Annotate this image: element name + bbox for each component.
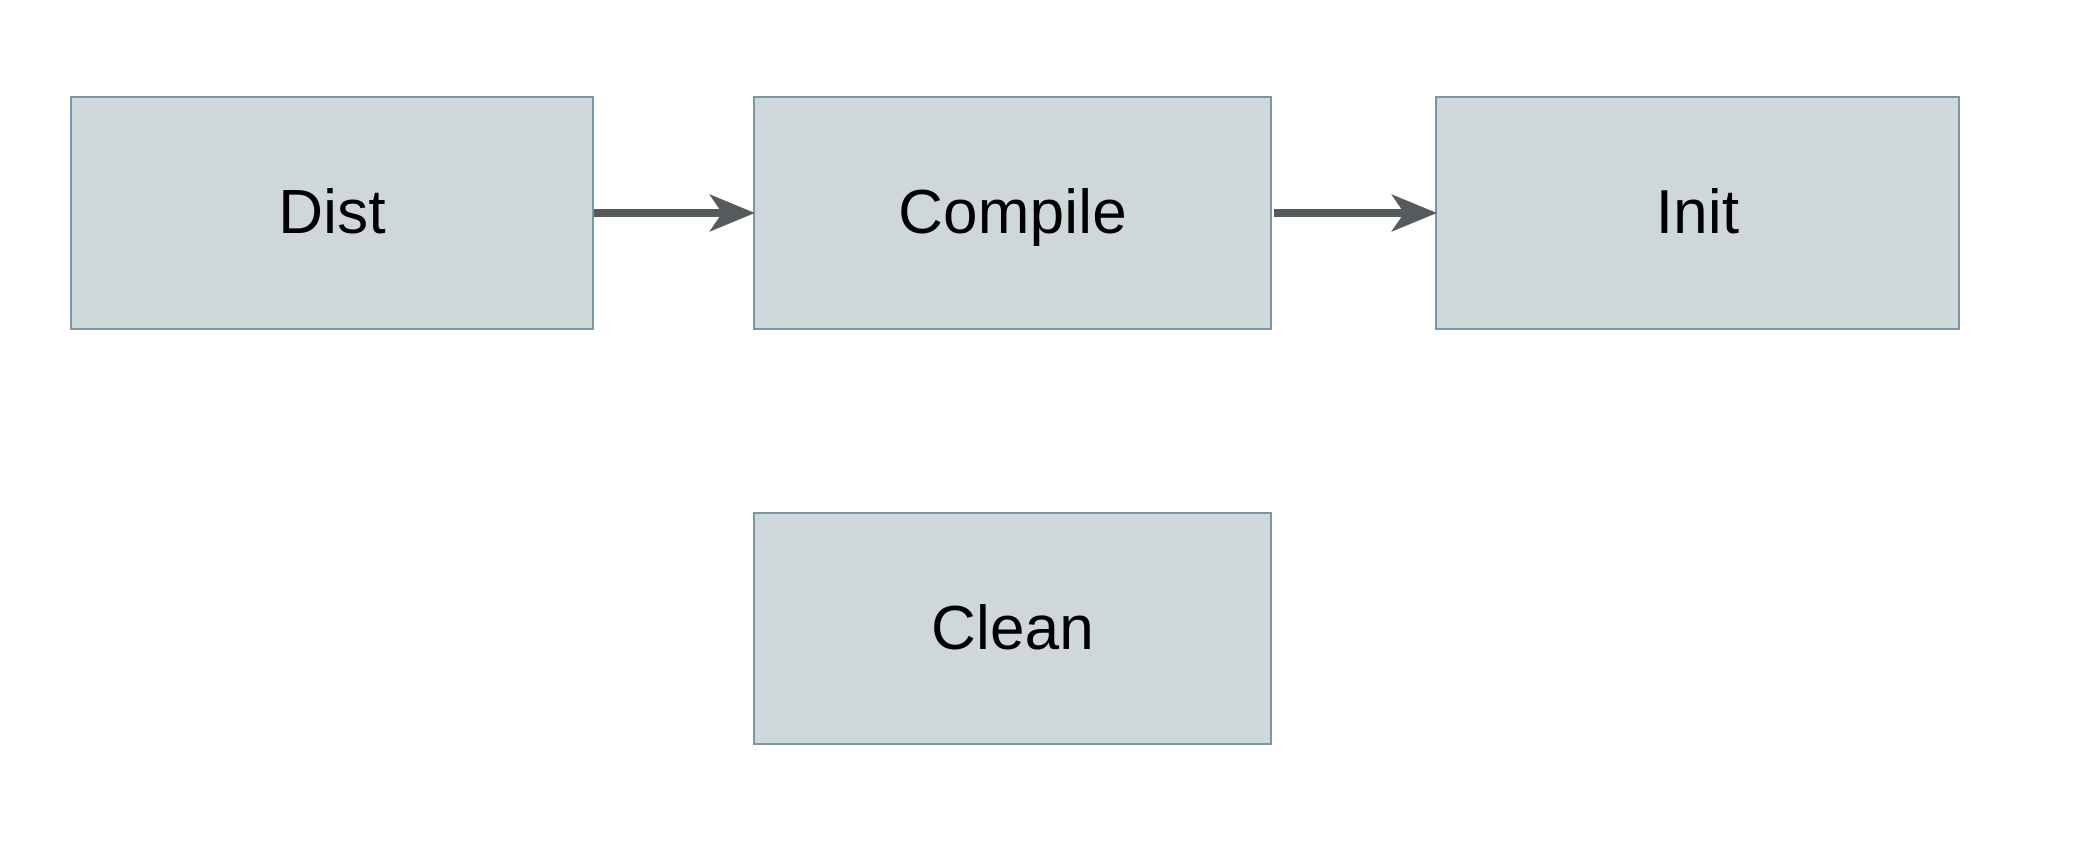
diagram-node-init[interactable]: Init <box>1435 96 1960 330</box>
arrow-right-icon <box>709 194 755 232</box>
node-label-clean: Clean <box>931 593 1094 663</box>
node-label-compile: Compile <box>898 178 1127 247</box>
diagram-node-dist[interactable]: Dist <box>70 96 594 330</box>
diagram-node-clean[interactable]: Clean <box>753 512 1272 745</box>
arrow-right-icon <box>1391 194 1437 232</box>
diagram-edge-dist-to-compile[interactable] <box>592 183 756 243</box>
node-label-dist: Dist <box>278 178 386 247</box>
diagram-edge-compile-to-init[interactable] <box>1270 183 1438 243</box>
diagram-node-compile[interactable]: Compile <box>753 96 1272 330</box>
node-label-init: Init <box>1655 178 1740 247</box>
